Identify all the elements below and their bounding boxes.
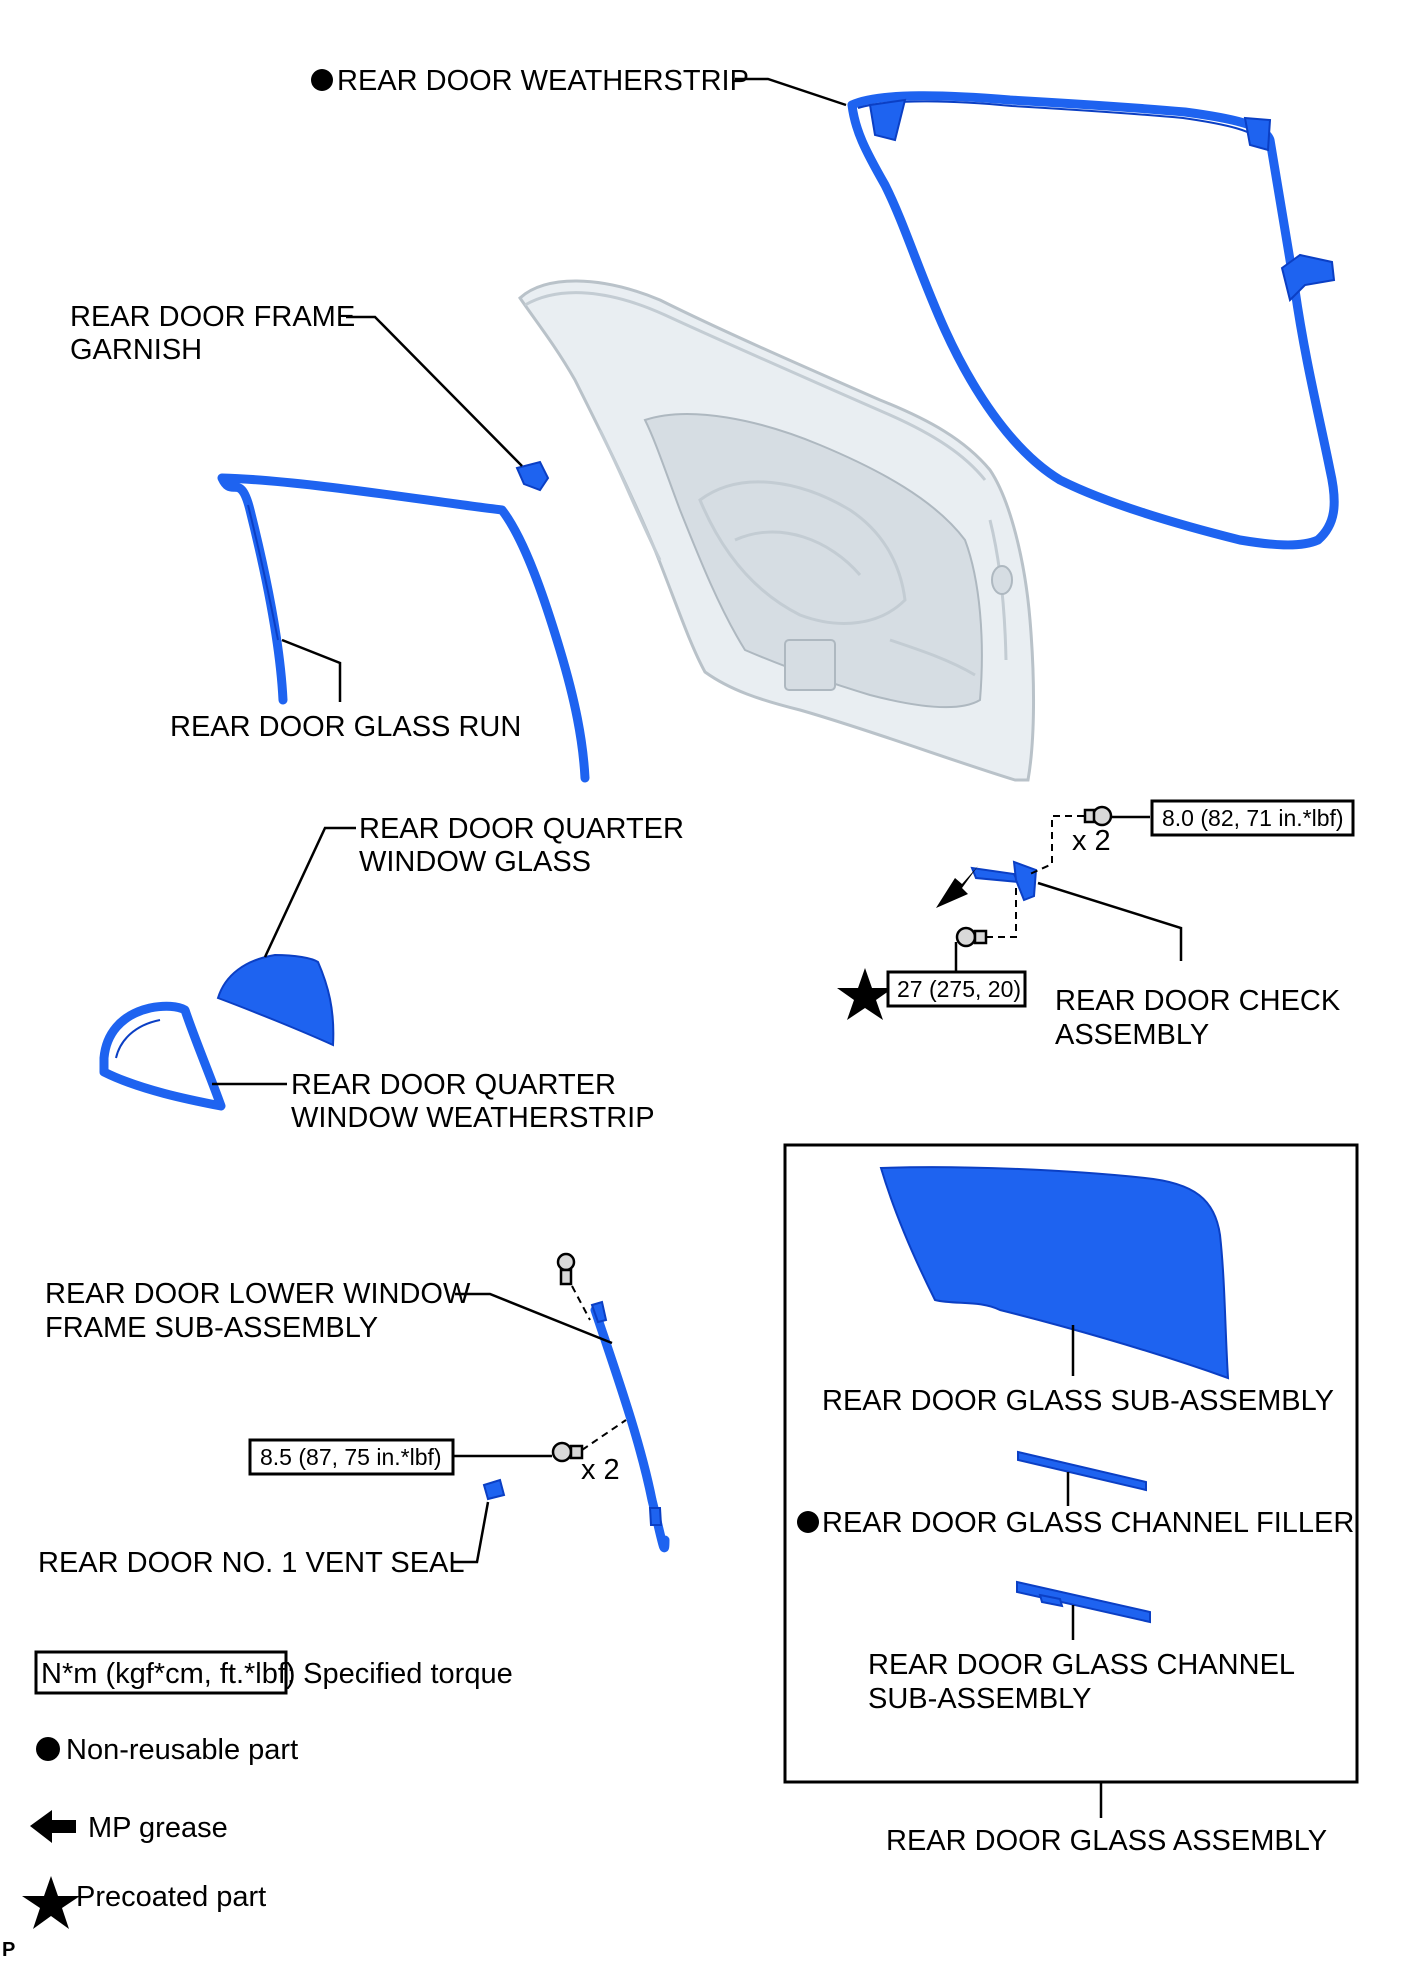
lower-frame-leader (455, 1292, 613, 1345)
label-quarter-weatherstrip-line1: REAR DOOR QUARTER (291, 1069, 616, 1101)
check-lower-dash-leader (986, 888, 1017, 938)
lower-frame-lower-bolt-icon (551, 1441, 584, 1463)
label-glass-assembly: REAR DOOR GLASS ASSEMBLY (886, 1825, 1327, 1857)
legend: N*m (kgf*cm, ft.*lbf) : Specified torque… (22, 1650, 513, 1929)
rear-door-panel (518, 279, 1036, 782)
rear-door-no1-vent-seal-part (482, 1478, 506, 1501)
weatherstrip-leader (735, 77, 847, 107)
label-channel-sub-line2: SUB-ASSEMBLY (868, 1683, 1091, 1715)
glass-assembly-frame (783, 1143, 1359, 1784)
non-reusable-dot-icon (311, 69, 333, 91)
mp-grease-arrow-icon (936, 866, 978, 908)
torque-box-lower-frame (248, 1438, 455, 1476)
label-check-assembly-line2: ASSEMBLY (1055, 1019, 1209, 1051)
label-quarter-glass-line1: REAR DOOR QUARTER (359, 813, 684, 845)
rear-door-glass-run-part (217, 473, 590, 783)
qty-lower-frame: x 2 (581, 1454, 620, 1486)
torque-lower-frame: 8.5 (87, 75 in.*lbf) (260, 1444, 442, 1470)
torque-box-check-upper (1150, 799, 1355, 837)
lower-frame-upper-dash-leader (571, 1285, 591, 1321)
legend-precoated: Precoated part (76, 1881, 266, 1913)
rear-door-glass-channel-sub-assembly-part (1016, 1580, 1151, 1624)
quarter-glass-leader (263, 826, 356, 958)
rear-door-frame-garnish-part (515, 460, 550, 492)
label-channel-sub-line1: REAR DOOR GLASS CHANNEL (868, 1649, 1295, 1681)
vent-seal-leader (453, 1501, 490, 1564)
precoated-star-icon (837, 968, 893, 1020)
rear-door-glass-sub-assembly-part (879, 1166, 1230, 1380)
label-check-assembly-line1: REAR DOOR CHECK (1055, 985, 1341, 1017)
non-reusable-dot-icon-filler (797, 1511, 819, 1533)
rear-door-lower-window-frame-part (590, 1300, 670, 1553)
label-channel-filler: REAR DOOR GLASS CHANNEL FILLER (822, 1507, 1354, 1539)
label-glass-run: REAR DOOR GLASS RUN (170, 711, 521, 743)
legend-torque-box (34, 1650, 288, 1695)
check-upper-dash-leader (1029, 815, 1084, 875)
label-quarter-glass-line2: WINDOW GLASS (359, 846, 591, 878)
lower-frame-lower-dash-leader (581, 1419, 627, 1451)
rear-door-weatherstrip-part (847, 91, 1339, 550)
label-frame-garnish-line1: REAR DOOR FRAME (70, 301, 355, 333)
rear-door-check-assembly-part (970, 860, 1038, 902)
frame-garnish-leader (346, 315, 523, 467)
torque-check-lower: 27 (275, 20) (897, 976, 1021, 1002)
check-upper-bolt-icon (1083, 805, 1113, 827)
label-vent-seal: REAR DOOR NO. 1 VENT SEAL (38, 1547, 465, 1579)
legend-torque-box-text: N*m (kgf*cm, ft.*lbf) (41, 1658, 296, 1690)
rear-door-glass-channel-filler-part (1017, 1450, 1147, 1492)
glass-run-leader (281, 638, 342, 702)
lower-frame-upper-bolt-icon (556, 1252, 576, 1286)
legend-filled-circle-icon (36, 1737, 60, 1761)
corner-mark: P (2, 1939, 15, 1961)
legend-left-arrow-icon (30, 1810, 76, 1843)
label-lower-frame-line1: REAR DOOR LOWER WINDOW (45, 1278, 471, 1310)
rear-door-quarter-window-weatherstrip-part (99, 1001, 226, 1111)
label-quarter-weatherstrip-line2: WINDOW WEATHERSTRIP (291, 1102, 655, 1134)
legend-star-icon (22, 1876, 80, 1929)
qty-check-upper: x 2 (1072, 825, 1111, 857)
rear-door-quarter-window-glass-part (216, 953, 335, 1047)
torque-check-upper: 8.0 (82, 71 in.*lbf) (1162, 805, 1344, 831)
check-lower-bolt-icon (955, 926, 988, 948)
label-frame-garnish-line2: GARNISH (70, 334, 202, 366)
legend-non-reusable: Non-reusable part (66, 1734, 298, 1766)
label-glass-sub-assembly: REAR DOOR GLASS SUB-ASSEMBLY (822, 1385, 1334, 1417)
legend-torque-desc: : Specified torque (287, 1658, 513, 1690)
torque-box-check-lower (886, 970, 1027, 1008)
label-lower-frame-line2: FRAME SUB-ASSEMBLY (45, 1312, 378, 1344)
channel-sub-assembly-tab (1038, 1593, 1064, 1608)
legend-mp-grease: MP grease (88, 1812, 228, 1844)
label-rear-door-weatherstrip: REAR DOOR WEATHERSTRIP (337, 65, 749, 97)
check-assembly-leader (1037, 881, 1183, 961)
